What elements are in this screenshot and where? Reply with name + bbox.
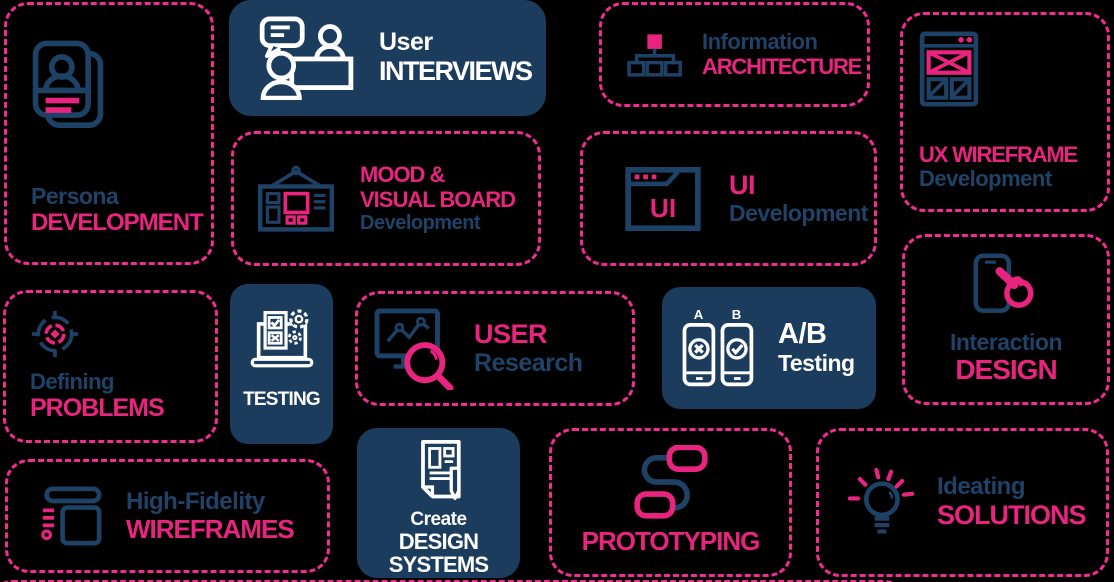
tile-labels: UI Development: [729, 170, 868, 226]
flow-connector-icon: [632, 444, 710, 519]
tile-user-research: USER Research: [355, 291, 635, 406]
mood-board-icon: [254, 165, 338, 233]
tile-labels: Ideating SOLUTIONS: [937, 473, 1087, 530]
monitor-magnifier-icon: [374, 307, 460, 391]
tile-labels: PROTOTYPING: [581, 526, 761, 556]
tile-ux-wireframe-development: UX WIREFRAME Development: [900, 12, 1110, 212]
tile-information-architecture: Information ARCHITECTURE: [599, 2, 870, 107]
tile-interaction-design: Interaction DESIGN: [902, 234, 1110, 405]
label-secondary: DEVELOPMENT: [31, 208, 204, 236]
label-secondary: DESIGN: [955, 354, 1057, 386]
tile-labels: USER Research: [474, 318, 583, 377]
label-secondary: WIREFRAMES: [126, 513, 295, 544]
tile-labels: User INTERVIEWS: [379, 28, 533, 86]
label-primary: Persona: [31, 183, 119, 210]
label-secondary: INTERVIEWS: [379, 55, 533, 86]
tile-persona-development: Persona DEVELOPMENT: [4, 2, 214, 265]
label-secondary: SOLUTIONS: [937, 499, 1087, 530]
sitemap-icon: [626, 32, 684, 78]
tile-ab-testing: A B A/B Testing: [662, 287, 876, 409]
phone-tap-icon: [973, 253, 1039, 317]
laptop-checklist-icon: [249, 302, 315, 378]
label-secondary: Development: [919, 165, 1052, 191]
tile-ideating-solutions: Ideating SOLUTIONS: [816, 428, 1109, 577]
label-primary: User: [379, 28, 433, 57]
label-primary: UX WIREFRAME: [919, 141, 1078, 167]
tile-labels: Defining PROBLEMS: [30, 370, 215, 422]
target-icon: [30, 309, 215, 359]
tile-testing: TESTING: [230, 284, 333, 444]
browser-wireframe-icon: [919, 31, 1107, 107]
lightbulb-icon: [847, 466, 915, 540]
ab-phones-icon: A B: [682, 304, 758, 392]
label-primary: A/B: [778, 318, 827, 351]
svg-text:B: B: [732, 307, 742, 322]
label-secondary: Development: [729, 199, 868, 226]
label-primary: PROTOTYPING: [581, 526, 761, 556]
tile-labels: TESTING: [243, 389, 321, 411]
tile-high-fidelity-wireframes: High-Fidelity WIREFRAMES: [5, 459, 330, 573]
label-primary: Interaction: [949, 328, 1063, 355]
ui-window-icon: UI: [625, 166, 701, 231]
label-primary: TESTING: [243, 389, 321, 410]
svg-text:UI: UI: [650, 192, 676, 222]
tile-mood-visual-board: MOOD & VISUAL BOARD Development: [231, 131, 541, 266]
tile-labels: Persona DEVELOPMENT: [31, 184, 211, 236]
tile-create-design-systems: Create DESIGN SYSTEMS: [357, 428, 520, 578]
tile-labels: A/B Testing: [778, 318, 855, 377]
tile-ui-development: UI UI Development: [580, 131, 877, 266]
label-secondary: Testing: [778, 350, 855, 377]
label-secondary: PROBLEMS: [30, 393, 165, 422]
label-secondary: Research: [474, 348, 583, 377]
tile-labels: High-Fidelity WIREFRAMES: [126, 487, 295, 544]
label-tertiary: SYSTEMS: [388, 552, 489, 578]
label-secondary: ARCHITECTURE: [702, 53, 862, 79]
tile-labels: UX WIREFRAME Development: [919, 141, 1107, 191]
label-primary: Defining: [30, 369, 115, 395]
tile-labels: Create DESIGN SYSTEMS: [388, 509, 489, 578]
label-primary: USER: [474, 318, 548, 349]
tile-labels: Information ARCHITECTURE: [702, 29, 862, 79]
id-card-icon: [31, 39, 211, 133]
svg-text:A: A: [694, 307, 704, 322]
layout-blocks-icon: [40, 486, 102, 546]
tile-user-interviews: User INTERVIEWS: [229, 0, 546, 116]
label-primary: Create: [410, 509, 467, 530]
label-primary: Ideating: [937, 473, 1026, 501]
tile-defining-problems: Defining PROBLEMS: [3, 290, 218, 443]
tile-labels: Interaction DESIGN: [949, 328, 1063, 386]
label-primary: MOOD &: [360, 162, 445, 188]
user-interviews-icon: [259, 16, 355, 101]
label-secondary: DESIGN: [398, 528, 479, 554]
label-primary: Information: [702, 29, 818, 55]
tile-prototyping: PROTOTYPING: [549, 428, 792, 577]
tile-labels: MOOD & VISUAL BOARD Development: [360, 162, 516, 234]
label-secondary: VISUAL BOARD: [360, 186, 516, 212]
blueprint-pencil-icon: [411, 440, 467, 504]
label-primary: UI: [729, 170, 755, 200]
label-primary: High-Fidelity: [126, 487, 265, 515]
label-tertiary: Development: [360, 211, 481, 234]
